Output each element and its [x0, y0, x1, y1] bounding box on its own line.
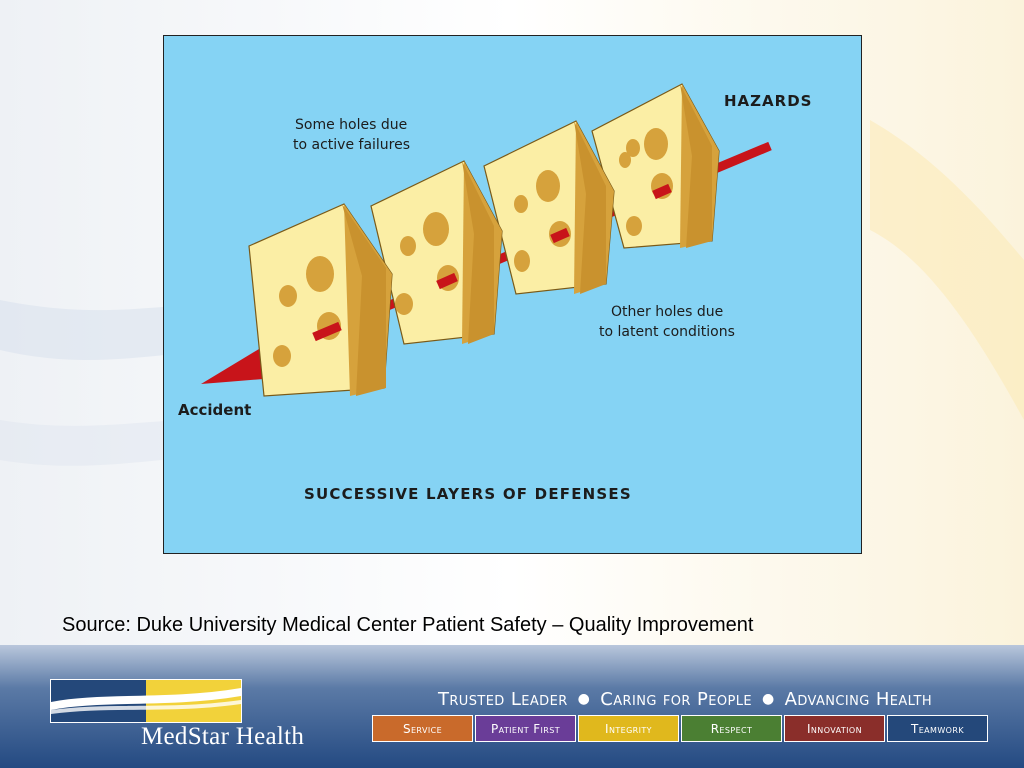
hazard-arrow-head [201, 346, 276, 384]
hazards-label: HAZARDS [724, 92, 812, 110]
hazard-arrow-segment [436, 272, 458, 290]
defense-layer-2 [370, 160, 503, 345]
medstar-logo-text: MedStar Health [141, 723, 305, 750]
tagline: Trusted Leader ● Caring for People ● Advanci… [380, 689, 990, 710]
medstar-logo-flag [50, 679, 242, 723]
value-innovation: Innovation [784, 715, 885, 742]
defense-layer-1 [248, 203, 393, 397]
value-teamwork: Teamwork [887, 715, 988, 742]
tagline-trusted-leader: Trusted Leader [437, 689, 568, 710]
accident-label: Accident [178, 401, 251, 419]
source-caption: Source: Duke University Medical Center P… [62, 614, 754, 636]
latent-conditions-note-line-2: to latent conditions [599, 324, 735, 340]
core-values-bar: Service Patient First Integrity Respect … [372, 715, 990, 742]
defense-layer-4 [591, 83, 720, 249]
tagline-caring-for-people: Caring for People [600, 689, 752, 710]
hazard-arrow-through-holes [312, 321, 342, 342]
latent-conditions-note-line-1: Other holes due [611, 304, 723, 320]
value-integrity: Integrity [578, 715, 679, 742]
value-service: Service [372, 715, 473, 742]
value-respect: Respect [681, 715, 782, 742]
swiss-cheese-diagram: HAZARDS Some holes due to active failure… [163, 35, 862, 554]
defense-layer-3 [483, 120, 615, 295]
tagline-separator: ● [761, 691, 775, 707]
active-failures-note-line-2: to active failures [293, 137, 410, 153]
hazard-arrow-segment-3 [652, 183, 672, 200]
defenses-caption: SUCCESSIVE LAYERS OF DEFENSES [304, 485, 632, 503]
active-failures-note-line-1: Some holes due [295, 117, 407, 133]
hazard-arrow-segment-2 [550, 227, 570, 244]
tagline-advancing-health: Advancing Health [784, 689, 933, 710]
tagline-separator: ● [577, 691, 591, 707]
value-patient-first: Patient First [475, 715, 576, 742]
